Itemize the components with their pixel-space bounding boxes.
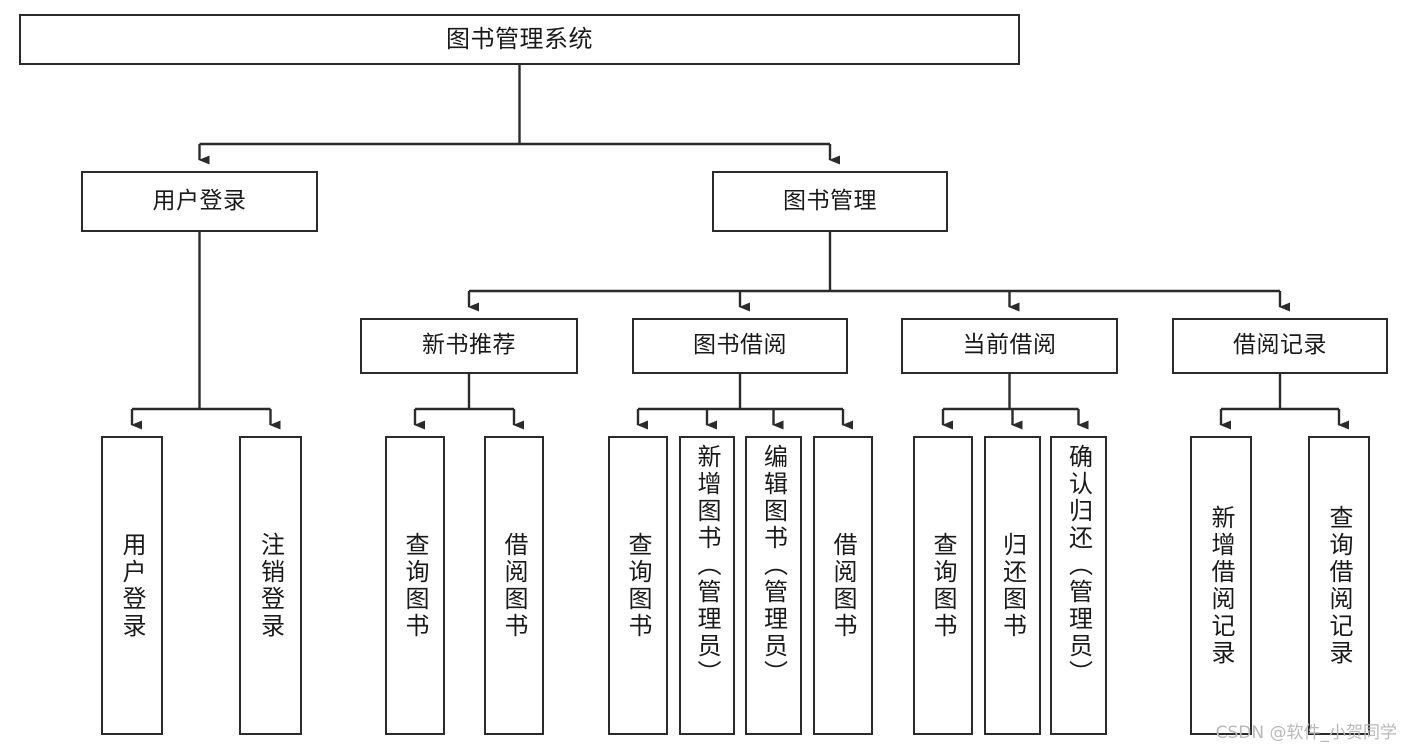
node-label-borrow: 图书借阅 (693, 332, 787, 359)
node-leaf-cur-query[interactable]: 查询图书 (913, 436, 973, 735)
node-label-login: 用户登录 (152, 187, 247, 214)
node-label-leaf-cur-query: 查询图书 (929, 531, 957, 640)
node-label-leaf-nb-borrow: 借阅图书 (500, 531, 528, 640)
node-bookmgmt[interactable]: 图书管理 (712, 171, 948, 232)
node-leaf-bk-add[interactable]: 新增图书（管理员） (679, 436, 735, 735)
node-leaf-cur-return[interactable]: 归还图书 (984, 436, 1041, 735)
node-label-leaf-user-logout: 注销登录 (256, 531, 285, 640)
node-label-leaf-cur-confirm: 确认归还（管理员） (1064, 444, 1093, 687)
node-root[interactable]: 图书管理系统 (19, 14, 1020, 65)
node-leaf-bk-borrow[interactable]: 借阅图书 (813, 436, 873, 735)
node-leaf-bk-query[interactable]: 查询图书 (608, 436, 668, 735)
node-label-current: 当前借阅 (962, 332, 1057, 359)
node-label-newbook: 新书推荐 (422, 332, 516, 359)
node-label-records: 借阅记录 (1233, 332, 1327, 359)
node-label-leaf-bk-query: 查询图书 (624, 531, 652, 640)
node-label-leaf-nb-query: 查询图书 (401, 531, 429, 640)
node-leaf-rec-query[interactable]: 查询借阅记录 (1308, 436, 1370, 735)
node-label-leaf-cur-return: 归还图书 (998, 531, 1027, 640)
node-label-leaf-bk-borrow: 借阅图书 (829, 531, 857, 640)
node-leaf-cur-confirm[interactable]: 确认归还（管理员） (1050, 436, 1107, 735)
node-leaf-bk-edit[interactable]: 编辑图书（管理员） (745, 436, 802, 735)
node-login[interactable]: 用户登录 (81, 171, 318, 232)
node-borrow[interactable]: 图书借阅 (632, 318, 848, 374)
node-label-leaf-bk-add: 新增图书（管理员） (693, 444, 721, 687)
node-label-leaf-bk-edit: 编辑图书（管理员） (759, 444, 788, 687)
csdn-watermark: CSDN @软件_小贺同学 (1215, 723, 1397, 743)
node-leaf-user-logout[interactable]: 注销登录 (239, 436, 302, 735)
node-leaf-rec-add[interactable]: 新增借阅记录 (1190, 436, 1252, 735)
node-records[interactable]: 借阅记录 (1172, 318, 1388, 374)
node-label-leaf-rec-query: 查询借阅记录 (1325, 504, 1353, 667)
node-label-leaf-user-login: 用户登录 (118, 531, 146, 640)
node-label-bookmgmt: 图书管理 (783, 187, 877, 214)
node-label-root: 图书管理系统 (446, 25, 593, 54)
node-leaf-nb-borrow[interactable]: 借阅图书 (484, 436, 544, 735)
node-leaf-nb-query[interactable]: 查询图书 (385, 436, 445, 735)
node-current[interactable]: 当前借阅 (901, 318, 1118, 374)
node-leaf-user-login[interactable]: 用户登录 (101, 436, 163, 735)
node-newbook[interactable]: 新书推荐 (360, 318, 578, 374)
node-label-leaf-rec-add: 新增借阅记录 (1207, 504, 1235, 667)
